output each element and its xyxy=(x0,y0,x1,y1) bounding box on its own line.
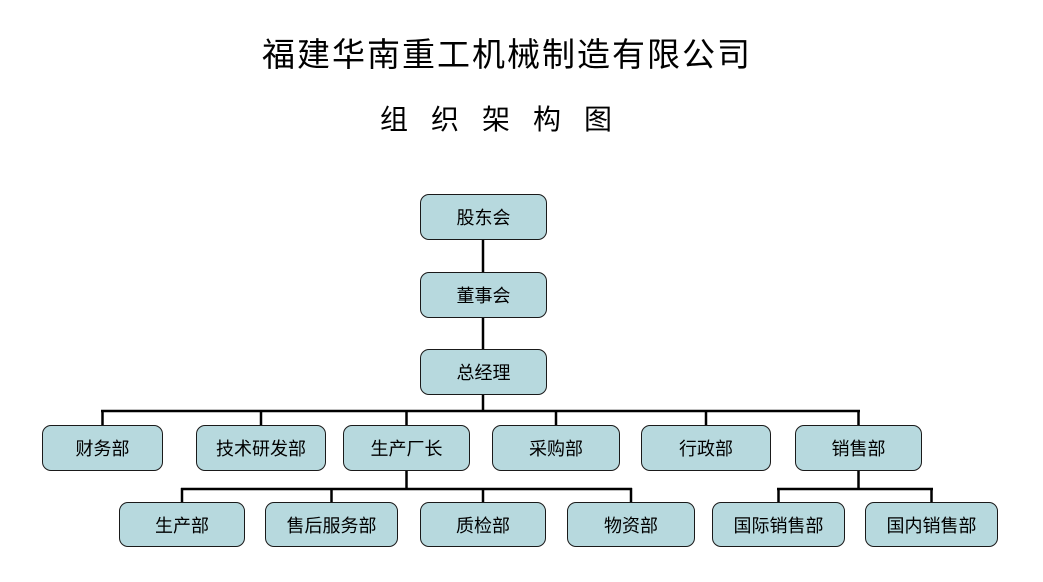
chart-subtitle: 组 织 架 构 图 xyxy=(379,105,620,136)
node-shareholders: 股东会 xyxy=(420,194,547,240)
node-quality-dept: 质检部 xyxy=(420,502,546,547)
company-title: 福建华南重工机械制造有限公司 xyxy=(262,38,752,74)
node-sales-dept: 销售部 xyxy=(795,425,922,471)
node-materials-dept: 物资部 xyxy=(567,502,695,547)
node-general-manager: 总经理 xyxy=(420,349,547,395)
node-production-director: 生产厂长 xyxy=(343,425,470,471)
node-aftersales-dept: 售后服务部 xyxy=(265,502,398,547)
node-rd-dept: 技术研发部 xyxy=(196,425,326,471)
node-intl-sales-dept: 国际销售部 xyxy=(712,502,845,547)
node-finance-dept: 财务部 xyxy=(42,425,163,471)
node-board: 董事会 xyxy=(420,272,547,318)
node-production-dept: 生产部 xyxy=(119,502,245,547)
node-admin-dept: 行政部 xyxy=(641,425,771,471)
node-purchasing-dept: 采购部 xyxy=(492,425,620,471)
node-domestic-sales-dept: 国内销售部 xyxy=(865,502,998,547)
